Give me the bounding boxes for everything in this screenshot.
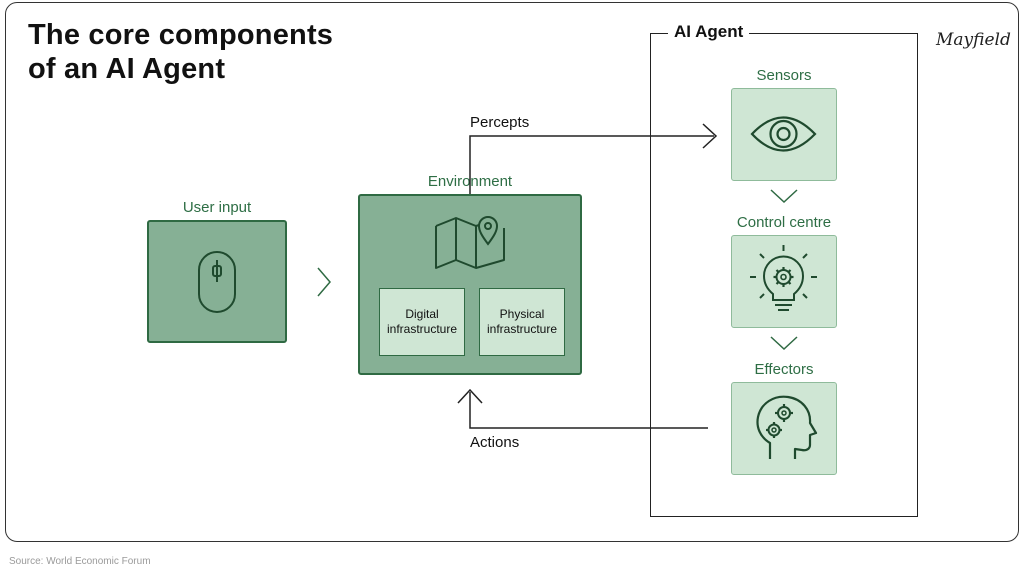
head-gears-icon bbox=[756, 395, 818, 459]
user-input-label: User input bbox=[182, 199, 252, 216]
actions-connector bbox=[469, 392, 708, 429]
lightbulb-gear-icon bbox=[750, 245, 817, 311]
digital-line-2: infrastructure bbox=[386, 322, 458, 336]
percepts-connector bbox=[469, 135, 714, 194]
title-line-1: The core components bbox=[28, 19, 334, 51]
eye-icon bbox=[750, 116, 817, 152]
physical-infrastructure-box: Physical infrastructure bbox=[479, 288, 565, 356]
control-centre-card bbox=[731, 235, 837, 328]
user-input-box bbox=[147, 220, 287, 343]
percepts-label: Percepts bbox=[470, 114, 530, 131]
digital-infrastructure-box: Digital infrastructure bbox=[379, 288, 465, 356]
effectors-card bbox=[731, 382, 837, 475]
user-to-environment-chevron bbox=[317, 267, 331, 297]
control-centre-label: Control centre bbox=[736, 214, 832, 231]
ai-agent-container bbox=[650, 33, 918, 517]
ai-agent-title: AI Agent bbox=[668, 22, 750, 42]
mayfield-logo: Mayfield bbox=[936, 30, 1011, 50]
control-to-effectors-chevron bbox=[770, 336, 798, 351]
environment-box: Digital infrastructure Physical infrastr… bbox=[358, 194, 582, 375]
sensors-card bbox=[731, 88, 837, 181]
mouse-icon bbox=[198, 251, 236, 313]
outer-frame bbox=[5, 2, 1019, 542]
physical-line-2: infrastructure bbox=[486, 322, 558, 336]
source-note: Source: World Economic Forum bbox=[9, 556, 151, 567]
digital-line-1: Digital bbox=[405, 307, 439, 321]
percepts-arrowhead bbox=[702, 123, 718, 149]
actions-label: Actions bbox=[470, 434, 520, 451]
title-line-2: of an AI Agent bbox=[28, 53, 226, 85]
sensors-to-control-chevron bbox=[770, 189, 798, 204]
effectors-label: Effectors bbox=[754, 361, 814, 378]
physical-line-1: Physical bbox=[499, 307, 545, 321]
map-icon bbox=[435, 216, 505, 269]
page-title: The core components of an AI Agent bbox=[28, 18, 333, 86]
sensors-label: Sensors bbox=[756, 67, 812, 84]
actions-arrowhead bbox=[457, 388, 483, 404]
